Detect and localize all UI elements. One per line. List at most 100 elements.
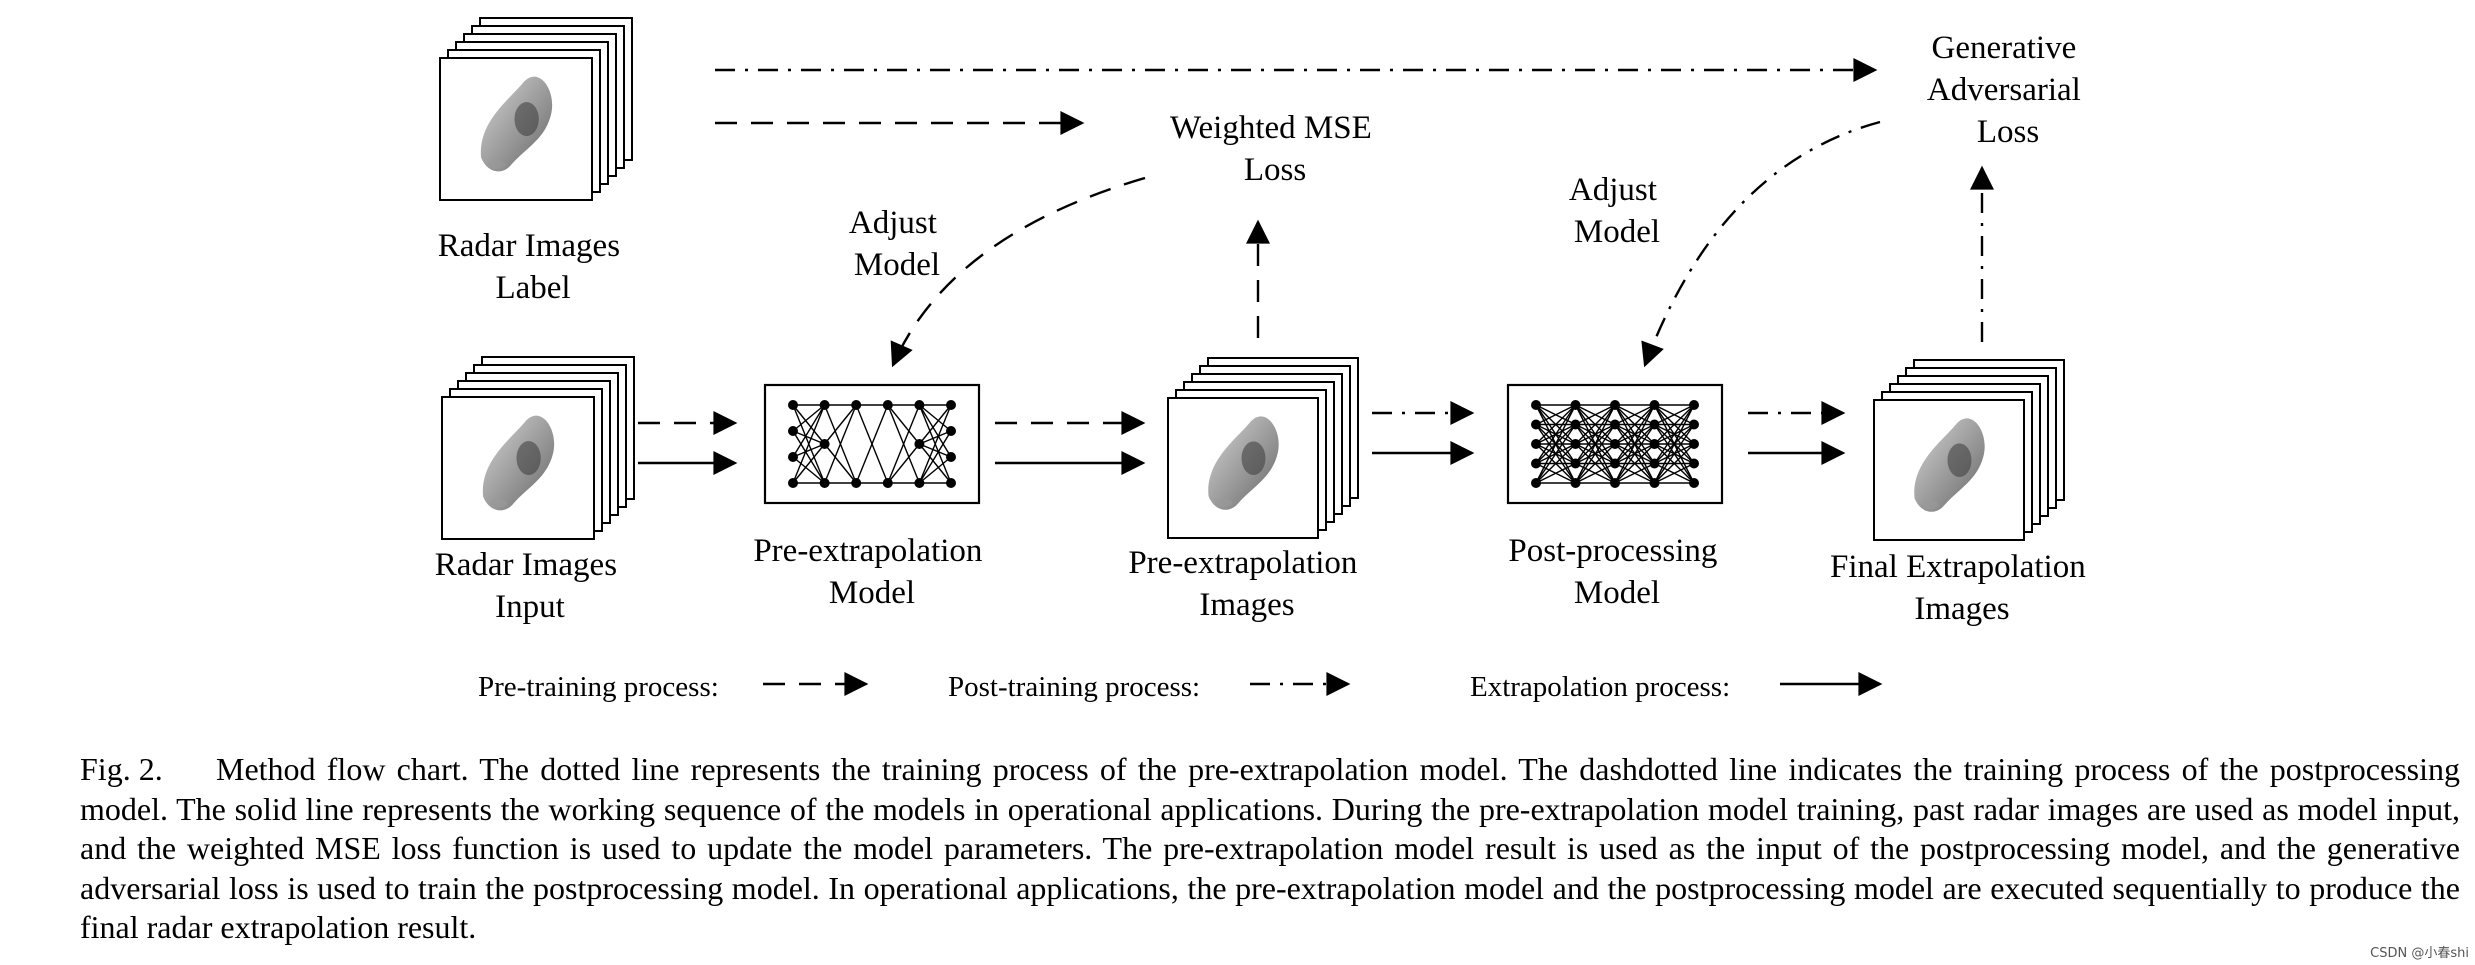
network-edge	[792, 443, 826, 484]
network-edge	[1614, 404, 1656, 484]
network-edge	[1535, 404, 1576, 445]
network-edge	[1653, 404, 1695, 484]
network-node	[914, 439, 925, 449]
network-node	[851, 400, 862, 410]
radar-echo-core	[1947, 443, 1972, 478]
network-edge	[824, 443, 857, 484]
network-node	[851, 478, 862, 488]
network-edge	[919, 443, 952, 458]
radar-echo-fragment	[1214, 498, 1233, 508]
network-edge	[918, 404, 952, 432]
network-node	[1649, 458, 1660, 469]
network-edge	[824, 404, 857, 445]
network-edge	[1535, 404, 1577, 464]
network-node	[946, 400, 956, 410]
network-node	[1689, 439, 1699, 449]
network-node	[1531, 400, 1541, 410]
network-edge	[792, 404, 826, 458]
network-edge	[1614, 404, 1655, 445]
network-node	[1610, 400, 1620, 410]
mse-loss-adjust-curve-arrow	[890, 176, 1146, 368]
network-node	[1610, 478, 1620, 488]
network-node	[882, 400, 893, 410]
network-node	[914, 478, 925, 488]
network-edge	[1535, 404, 1577, 484]
network-node	[1570, 400, 1581, 410]
network-edge	[1654, 462, 1695, 484]
radar-input-image-stack	[441, 356, 635, 540]
figure-number: Fig. 2.	[80, 751, 163, 787]
network-edge	[1614, 443, 1655, 484]
post-model-caption: Post-processing Model	[1508, 533, 1725, 611]
network-edge	[855, 404, 889, 484]
pre-images-caption: Pre-extrapolation Images	[1128, 545, 1365, 623]
network-node	[946, 426, 956, 436]
network-edge	[918, 443, 952, 484]
radar-echo-core	[514, 102, 539, 137]
network-edge	[918, 430, 952, 484]
network-edge	[792, 404, 826, 445]
network-node	[1610, 439, 1620, 449]
network-edge	[918, 404, 952, 445]
radar-echo-fragment	[489, 499, 508, 508]
network-node	[1531, 458, 1541, 469]
network-edge	[1614, 424, 1656, 484]
radar-label-image-stack	[439, 17, 633, 201]
network-edge	[887, 443, 920, 484]
network-edge	[919, 430, 952, 445]
network-edge	[1535, 404, 1576, 426]
network-node	[788, 452, 798, 462]
network-node	[788, 400, 798, 410]
network-edge	[887, 404, 921, 484]
mse-loss-label: Weighted MSE Loss	[1170, 110, 1380, 188]
network-edge	[792, 404, 826, 484]
network-node	[1570, 458, 1581, 469]
network-node	[882, 478, 893, 488]
network-node	[1689, 400, 1699, 410]
network-node	[1649, 400, 1660, 410]
network-edge	[1654, 443, 1695, 484]
network-node	[1531, 478, 1541, 488]
gan-loss-adjust-curve-arrow	[1641, 120, 1881, 368]
pre-extrapolation-network-icon	[788, 400, 956, 488]
network-node	[1531, 439, 1541, 449]
network-edge	[1654, 404, 1695, 445]
final-extrapolation-image-stack	[1873, 359, 2065, 541]
network-node	[1649, 419, 1660, 430]
network-node	[946, 478, 956, 488]
network-node	[788, 426, 798, 436]
network-node	[819, 478, 830, 488]
network-edge	[1574, 424, 1616, 484]
label-stack-caption: Radar Images Label	[438, 228, 629, 306]
network-node	[819, 439, 830, 449]
network-edge	[918, 404, 952, 484]
network-edge	[792, 430, 825, 445]
network-node	[819, 400, 830, 410]
pre-model-caption: Pre-extrapolation Model	[753, 533, 990, 611]
figure-caption-text: Method flow chart. The dotted line repre…	[80, 751, 2460, 945]
radar-echo-core	[516, 441, 541, 476]
network-node	[914, 400, 925, 410]
network-node	[1531, 419, 1541, 430]
network-edge	[1535, 424, 1577, 484]
network-node	[1610, 419, 1620, 430]
network-edge	[1574, 404, 1616, 464]
network-edge	[1535, 443, 1576, 484]
network-edge	[1575, 443, 1616, 484]
network-edge	[918, 404, 952, 458]
network-edge	[1614, 462, 1655, 484]
network-edge	[792, 404, 826, 432]
network-edge	[1575, 462, 1616, 484]
legend-posttraining-label: Post-training process:	[948, 671, 1200, 703]
network-edge	[1535, 462, 1576, 484]
watermark: CSDN @小春shi	[2370, 946, 2469, 961]
figure-caption: Fig. 2.Method flow chart. The dotted lin…	[80, 750, 2460, 948]
network-edge	[1575, 404, 1616, 445]
network-node	[1689, 478, 1699, 488]
network-edge	[1575, 404, 1616, 426]
network-edge	[1653, 404, 1695, 464]
network-edge	[887, 404, 920, 445]
network-node	[788, 478, 798, 488]
pre-extrapolation-image-stack	[1167, 357, 1359, 539]
network-node	[1649, 439, 1660, 449]
